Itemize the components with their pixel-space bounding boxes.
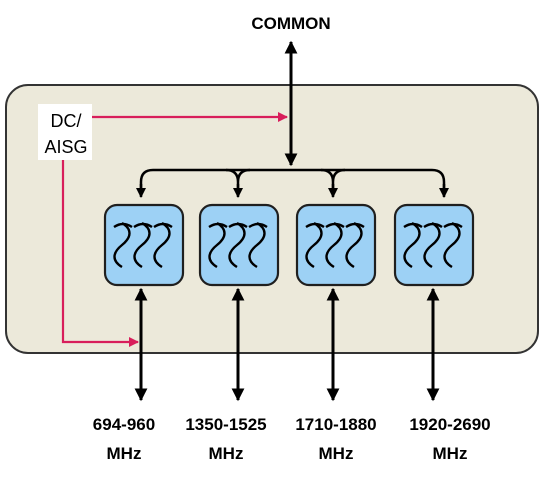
filter-2: [198, 203, 280, 287]
band-unit-4: MHz: [433, 444, 468, 463]
band-label-3: 1710-1880: [295, 415, 376, 434]
dc-aisg-label-line1: DC/: [51, 111, 82, 131]
common-bus: [139, 168, 446, 188]
filter-3: [295, 203, 377, 287]
band-unit-2: MHz: [209, 444, 244, 463]
common-port-label: COMMON: [251, 14, 330, 33]
band-label-1: 694-960: [93, 415, 155, 434]
filter-4: [393, 203, 475, 287]
band-unit-3: MHz: [319, 444, 354, 463]
dc-aisg-label-line2: AISG: [44, 137, 87, 157]
band-unit-1: MHz: [107, 444, 142, 463]
dc-line-to-port-1: [61, 160, 139, 347]
filter-1: [103, 203, 185, 287]
band-label-4: 1920-2690: [409, 415, 490, 434]
bus-branch-3: [320, 168, 346, 188]
band-label-2: 1350-1525: [185, 415, 266, 434]
dc-aisg-box: [38, 104, 92, 160]
bus-branch-2: [225, 168, 251, 188]
